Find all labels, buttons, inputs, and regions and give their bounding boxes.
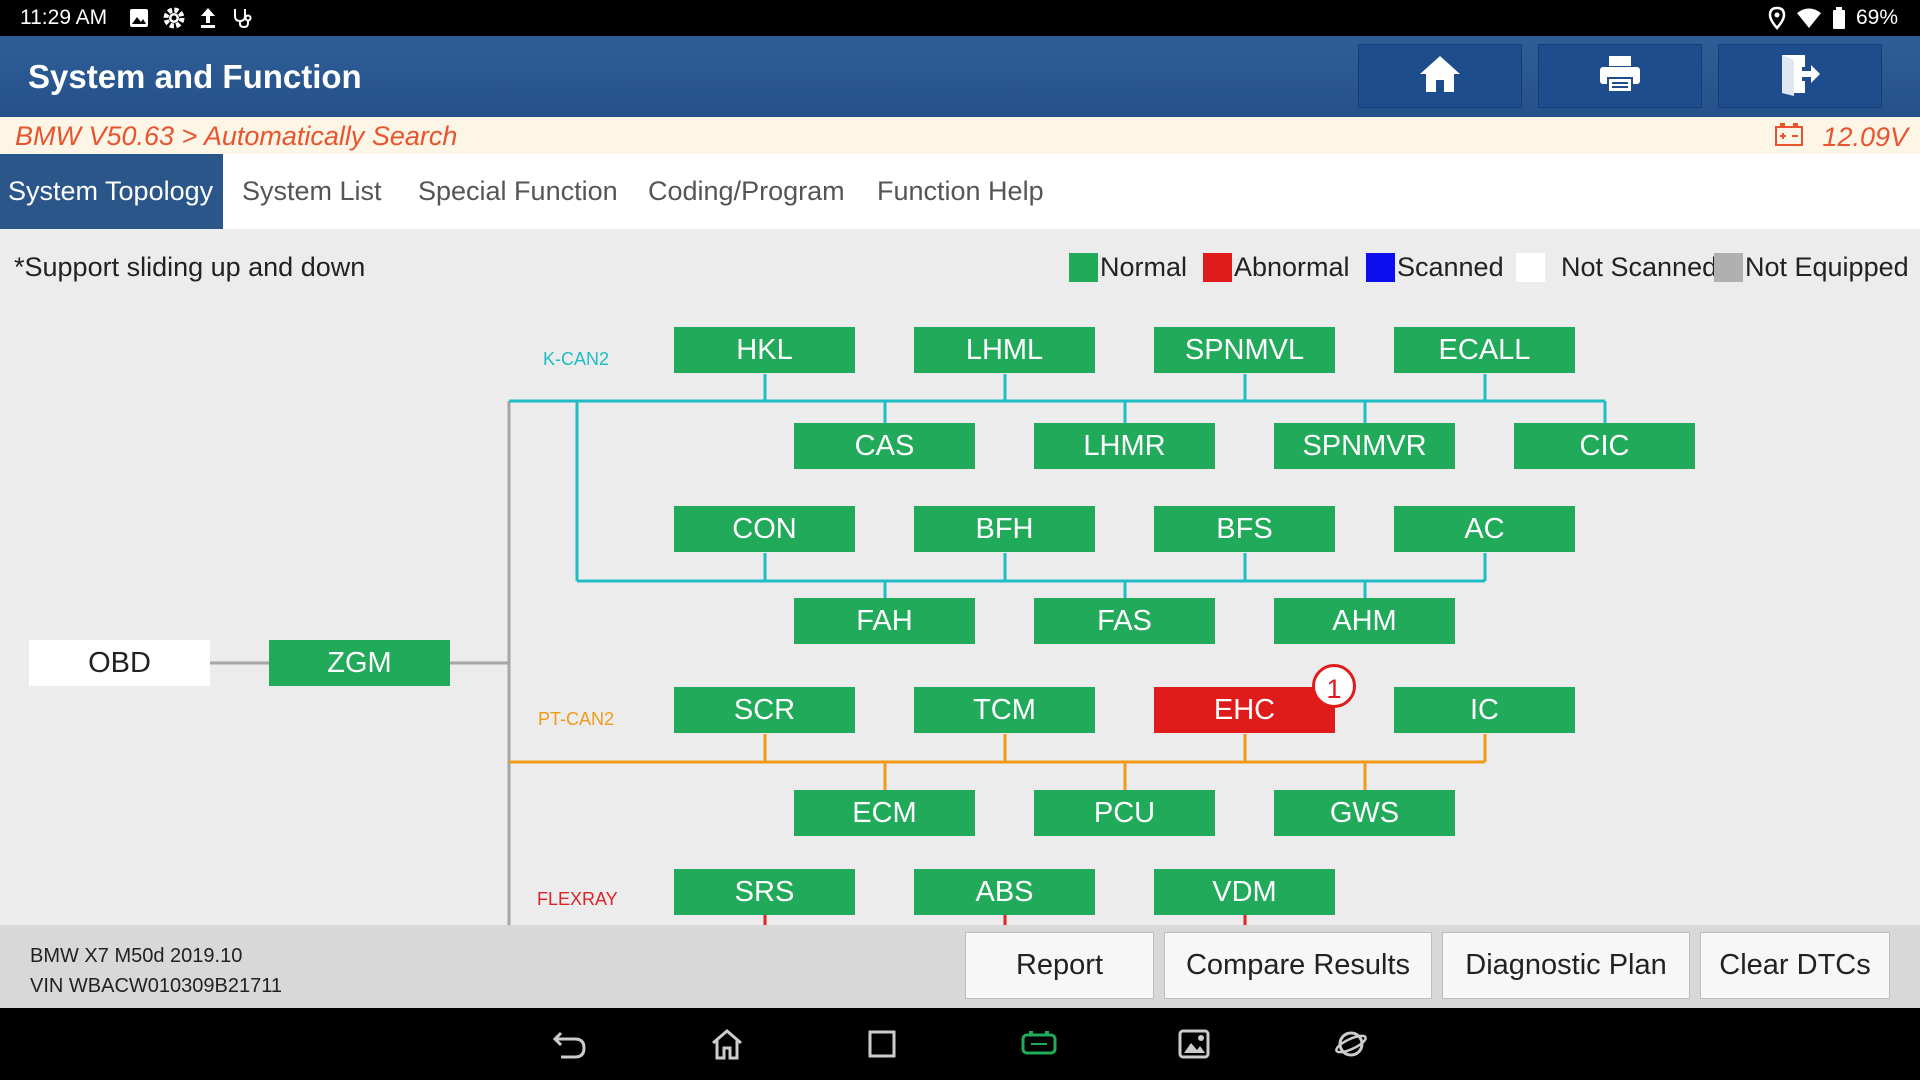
recents-nav-icon[interactable] [862, 1026, 902, 1062]
module-ecall[interactable]: ECALL [1394, 327, 1575, 373]
browser-nav-icon[interactable] [1331, 1026, 1371, 1062]
legend-not-equipped: Not Equipped [1714, 252, 1909, 283]
battery-voltage: 12.09V [1822, 122, 1908, 152]
clear-dtcs-button[interactable]: Clear DTCs [1700, 932, 1890, 999]
legend-swatch-not-equipped [1714, 253, 1743, 282]
module-lhml[interactable]: LHML [914, 327, 1095, 373]
location-icon [1768, 6, 1786, 30]
bus-lines [210, 374, 1607, 925]
title-bar: System and Function [0, 36, 1920, 117]
stethoscope-notification-icon [230, 6, 254, 30]
module-bfs[interactable]: BFS [1154, 506, 1335, 552]
home-button[interactable] [1358, 44, 1522, 108]
exit-icon [1778, 52, 1822, 101]
module-ahm[interactable]: AHM [1274, 598, 1455, 644]
legend-abnormal: Abnormal [1203, 252, 1350, 283]
home-nav-icon[interactable] [707, 1026, 747, 1062]
module-cic[interactable]: CIC [1514, 423, 1695, 469]
module-spnmvl[interactable]: SPNMVL [1154, 327, 1335, 373]
module-con[interactable]: CON [674, 506, 855, 552]
vehicle-info: BMW X7 M50d 2019.10 VIN WBACW010309B2171… [30, 941, 282, 1001]
module-cas[interactable]: CAS [794, 423, 975, 469]
scroll-hint: *Support sliding up and down [14, 252, 366, 282]
page-title: System and Function [28, 58, 362, 95]
system-topology-diagram[interactable]: K-CAN2 PT-CAN2 FLEXRAY OBD ZGM HKL LHML … [0, 229, 1920, 925]
bus-label-k-can2: K-CAN2 [543, 349, 610, 369]
printer-icon [1598, 54, 1642, 99]
module-ehc[interactable]: EHC [1154, 687, 1335, 733]
status-bar: 11:29 AM 69% [0, 0, 1920, 36]
vci-connector-icon[interactable] [1019, 1026, 1059, 1062]
battery-icon [1832, 6, 1846, 30]
report-button[interactable]: Report [965, 932, 1154, 999]
bus-label-flexray: FLEXRAY [537, 889, 618, 909]
image-notification-icon [128, 7, 150, 29]
module-hkl[interactable]: HKL [674, 327, 855, 373]
legend-swatch-scanned [1366, 253, 1395, 282]
upload-notification-icon [198, 6, 218, 30]
vehicle-vin: VIN WBACW010309B21711 [30, 975, 282, 997]
legend-scanned: Scanned [1366, 252, 1504, 283]
home-icon [1418, 54, 1462, 99]
module-gws[interactable]: GWS [1274, 790, 1455, 836]
legend-swatch-normal [1069, 253, 1098, 282]
bus-label-pt-can2: PT-CAN2 [538, 709, 615, 729]
module-spnmvr[interactable]: SPNMVR [1274, 423, 1455, 469]
diagnostic-plan-button[interactable]: Diagnostic Plan [1442, 932, 1690, 999]
navigation-bar [0, 1008, 1920, 1080]
module-obd[interactable]: OBD [29, 640, 210, 686]
status-time: 11:29 AM [20, 6, 108, 29]
legend-swatch-abnormal [1203, 253, 1232, 282]
module-fah[interactable]: FAH [794, 598, 975, 644]
module-scr[interactable]: SCR [674, 687, 855, 733]
module-ecm[interactable]: ECM [794, 790, 975, 836]
battery-percent: 69% [1855, 6, 1898, 29]
breadcrumb: BMW V50.63 > Automatically Search 12.09V [0, 117, 1920, 154]
tab-function-help[interactable]: Function Help [877, 176, 1044, 206]
legend-swatch-not-scanned [1516, 253, 1545, 282]
wifi-icon [1796, 7, 1822, 29]
breadcrumb-path: BMW V50.63 > Automatically Search [15, 121, 458, 151]
module-abs[interactable]: ABS [914, 869, 1095, 915]
module-pcu[interactable]: PCU [1034, 790, 1215, 836]
module-srs[interactable]: SRS [674, 869, 855, 915]
module-ac[interactable]: AC [1394, 506, 1575, 552]
settings-notification-icon [162, 6, 186, 30]
compare-results-button[interactable]: Compare Results [1164, 932, 1432, 999]
legend-not-scanned: Not Scanned [1516, 252, 1717, 283]
module-ic[interactable]: IC [1394, 687, 1575, 733]
vehicle-model: BMW X7 M50d 2019.10 [30, 945, 243, 967]
module-zgm[interactable]: ZGM [269, 640, 450, 686]
tab-special-function[interactable]: Special Function [418, 176, 618, 206]
tab-bar: System Topology System List Special Func… [0, 154, 1920, 229]
tab-system-topology[interactable]: System Topology [0, 154, 223, 229]
module-fas[interactable]: FAS [1034, 598, 1215, 644]
exit-button[interactable] [1718, 44, 1882, 108]
tab-coding-program[interactable]: Coding/Program [648, 176, 845, 206]
module-vdm[interactable]: VDM [1154, 869, 1335, 915]
tab-system-list[interactable]: System List [242, 176, 382, 206]
module-tcm[interactable]: TCM [914, 687, 1095, 733]
module-lhmr[interactable]: LHMR [1034, 423, 1215, 469]
dtc-count-badge: 1 [1312, 664, 1356, 708]
print-button[interactable] [1538, 44, 1702, 108]
module-bfh[interactable]: BFH [914, 506, 1095, 552]
legend-normal: Normal [1069, 252, 1187, 283]
gallery-nav-icon[interactable] [1174, 1026, 1214, 1062]
footer-bar: BMW X7 M50d 2019.10 VIN WBACW010309B2171… [0, 925, 1920, 1008]
back-nav-icon[interactable] [550, 1026, 590, 1062]
car-battery-icon [1774, 121, 1804, 154]
